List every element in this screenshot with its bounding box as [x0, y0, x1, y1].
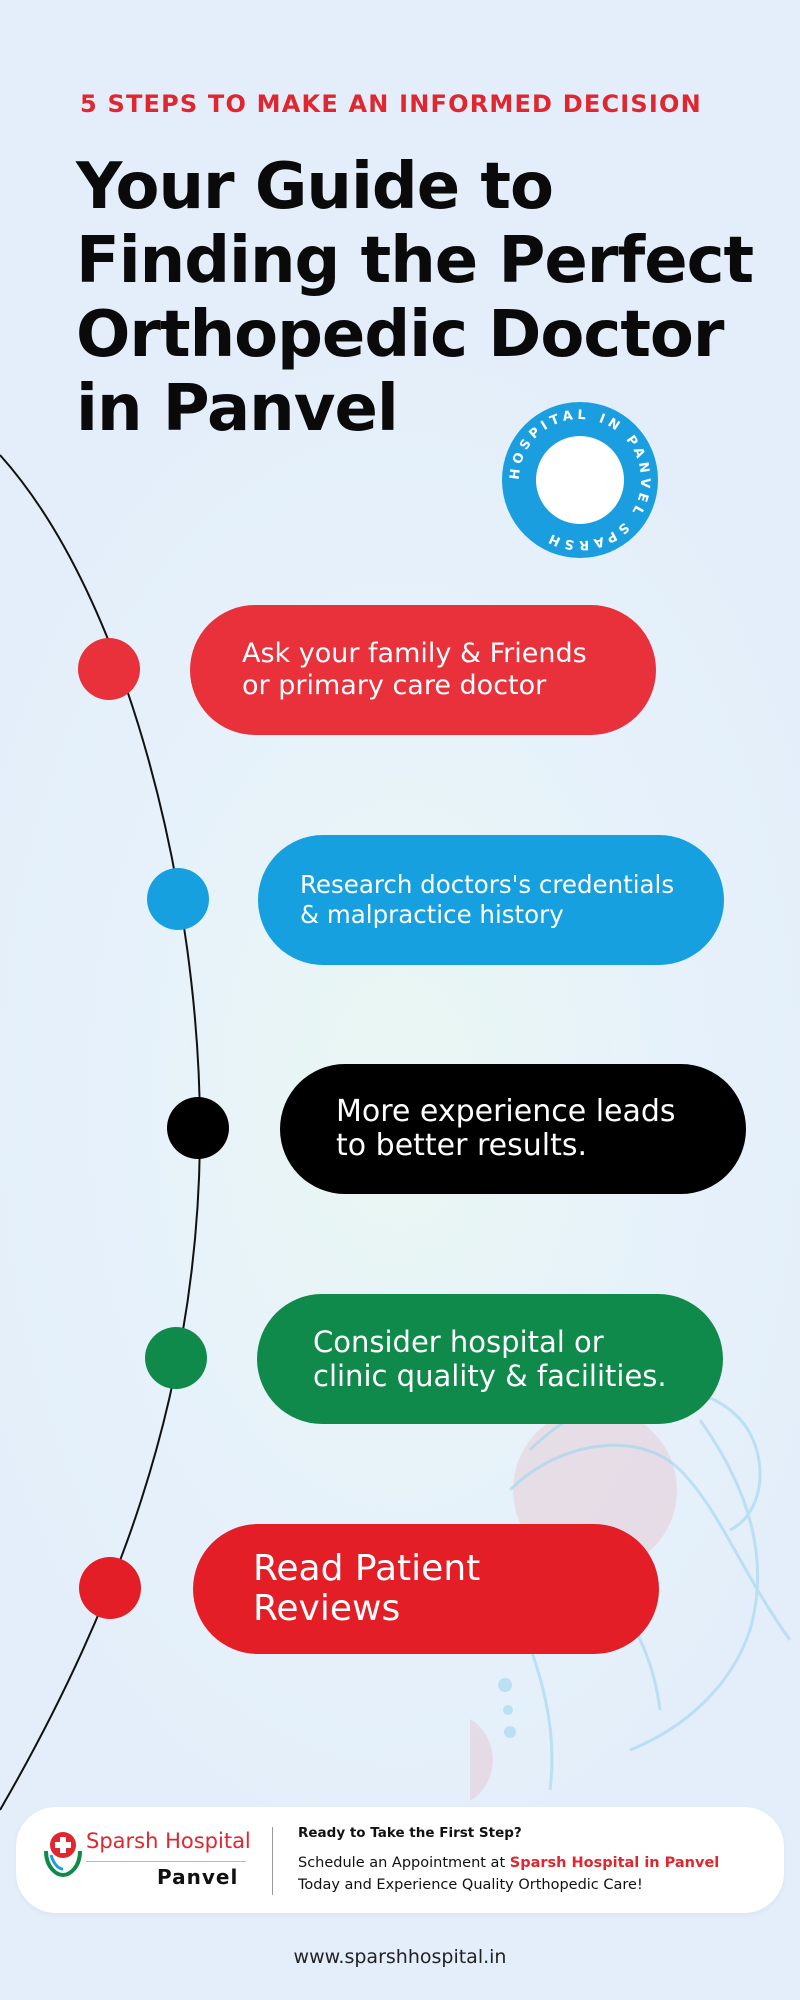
cta-hospital-link: Sparsh Hospital in Panvel [509, 1855, 720, 1871]
step-5-dot [79, 1557, 141, 1619]
step-2-text: Research doctors's credentials & malprac… [300, 870, 675, 929]
step-1-text: Ask your family & Friends or primary car… [242, 638, 587, 701]
website-url[interactable]: www.sparshhospital.in [293, 1946, 507, 1968]
step-4-dot [145, 1327, 207, 1389]
step-5-pill: Read Patient Reviews [193, 1524, 659, 1654]
step-5-text: Read Patient Reviews [253, 1548, 481, 1629]
cta-line-1: Schedule an Appointment at Sparsh Hospit… [298, 1855, 719, 1871]
cta-line-2: Today and Experience Quality Orthopedic … [298, 1877, 643, 1893]
hospital-logo-icon [44, 1832, 82, 1878]
step-2-dot [147, 868, 209, 930]
step-4-text: Consider hospital or clinic quality & fa… [313, 1325, 667, 1393]
pain-highlight-circle-small [470, 1719, 493, 1800]
step-4-pill: Consider hospital or clinic quality & fa… [257, 1294, 723, 1424]
footer-divider [272, 1827, 273, 1895]
step-3-text: More experience leads to better results. [336, 1094, 676, 1163]
step-3-dot [167, 1097, 229, 1159]
step-1-pill: Ask your family & Friends or primary car… [190, 605, 656, 735]
page-title: Your Guide to Finding the Perfect Orthop… [76, 150, 754, 446]
logo-location: Panvel [157, 1865, 239, 1889]
cta-heading: Ready to Take the First Step? [298, 1825, 522, 1841]
logo-divider [86, 1861, 246, 1862]
step-2-pill: Research doctors's credentials & malprac… [258, 835, 724, 965]
step-3-pill: More experience leads to better results. [280, 1064, 746, 1194]
footer-card: Sparsh Hospital Panvel Ready to Take the… [16, 1807, 784, 1913]
hospital-badge: HOSPITAL IN PANVEL SPARSH [502, 402, 658, 558]
cta-line-1-prefix: Schedule an Appointment at [298, 1855, 510, 1871]
eyebrow-text: 5 STEPS TO MAKE AN INFORMED DECISION [80, 90, 702, 118]
logo-name: Sparsh Hospital [86, 1829, 251, 1853]
step-1-dot [78, 638, 140, 700]
